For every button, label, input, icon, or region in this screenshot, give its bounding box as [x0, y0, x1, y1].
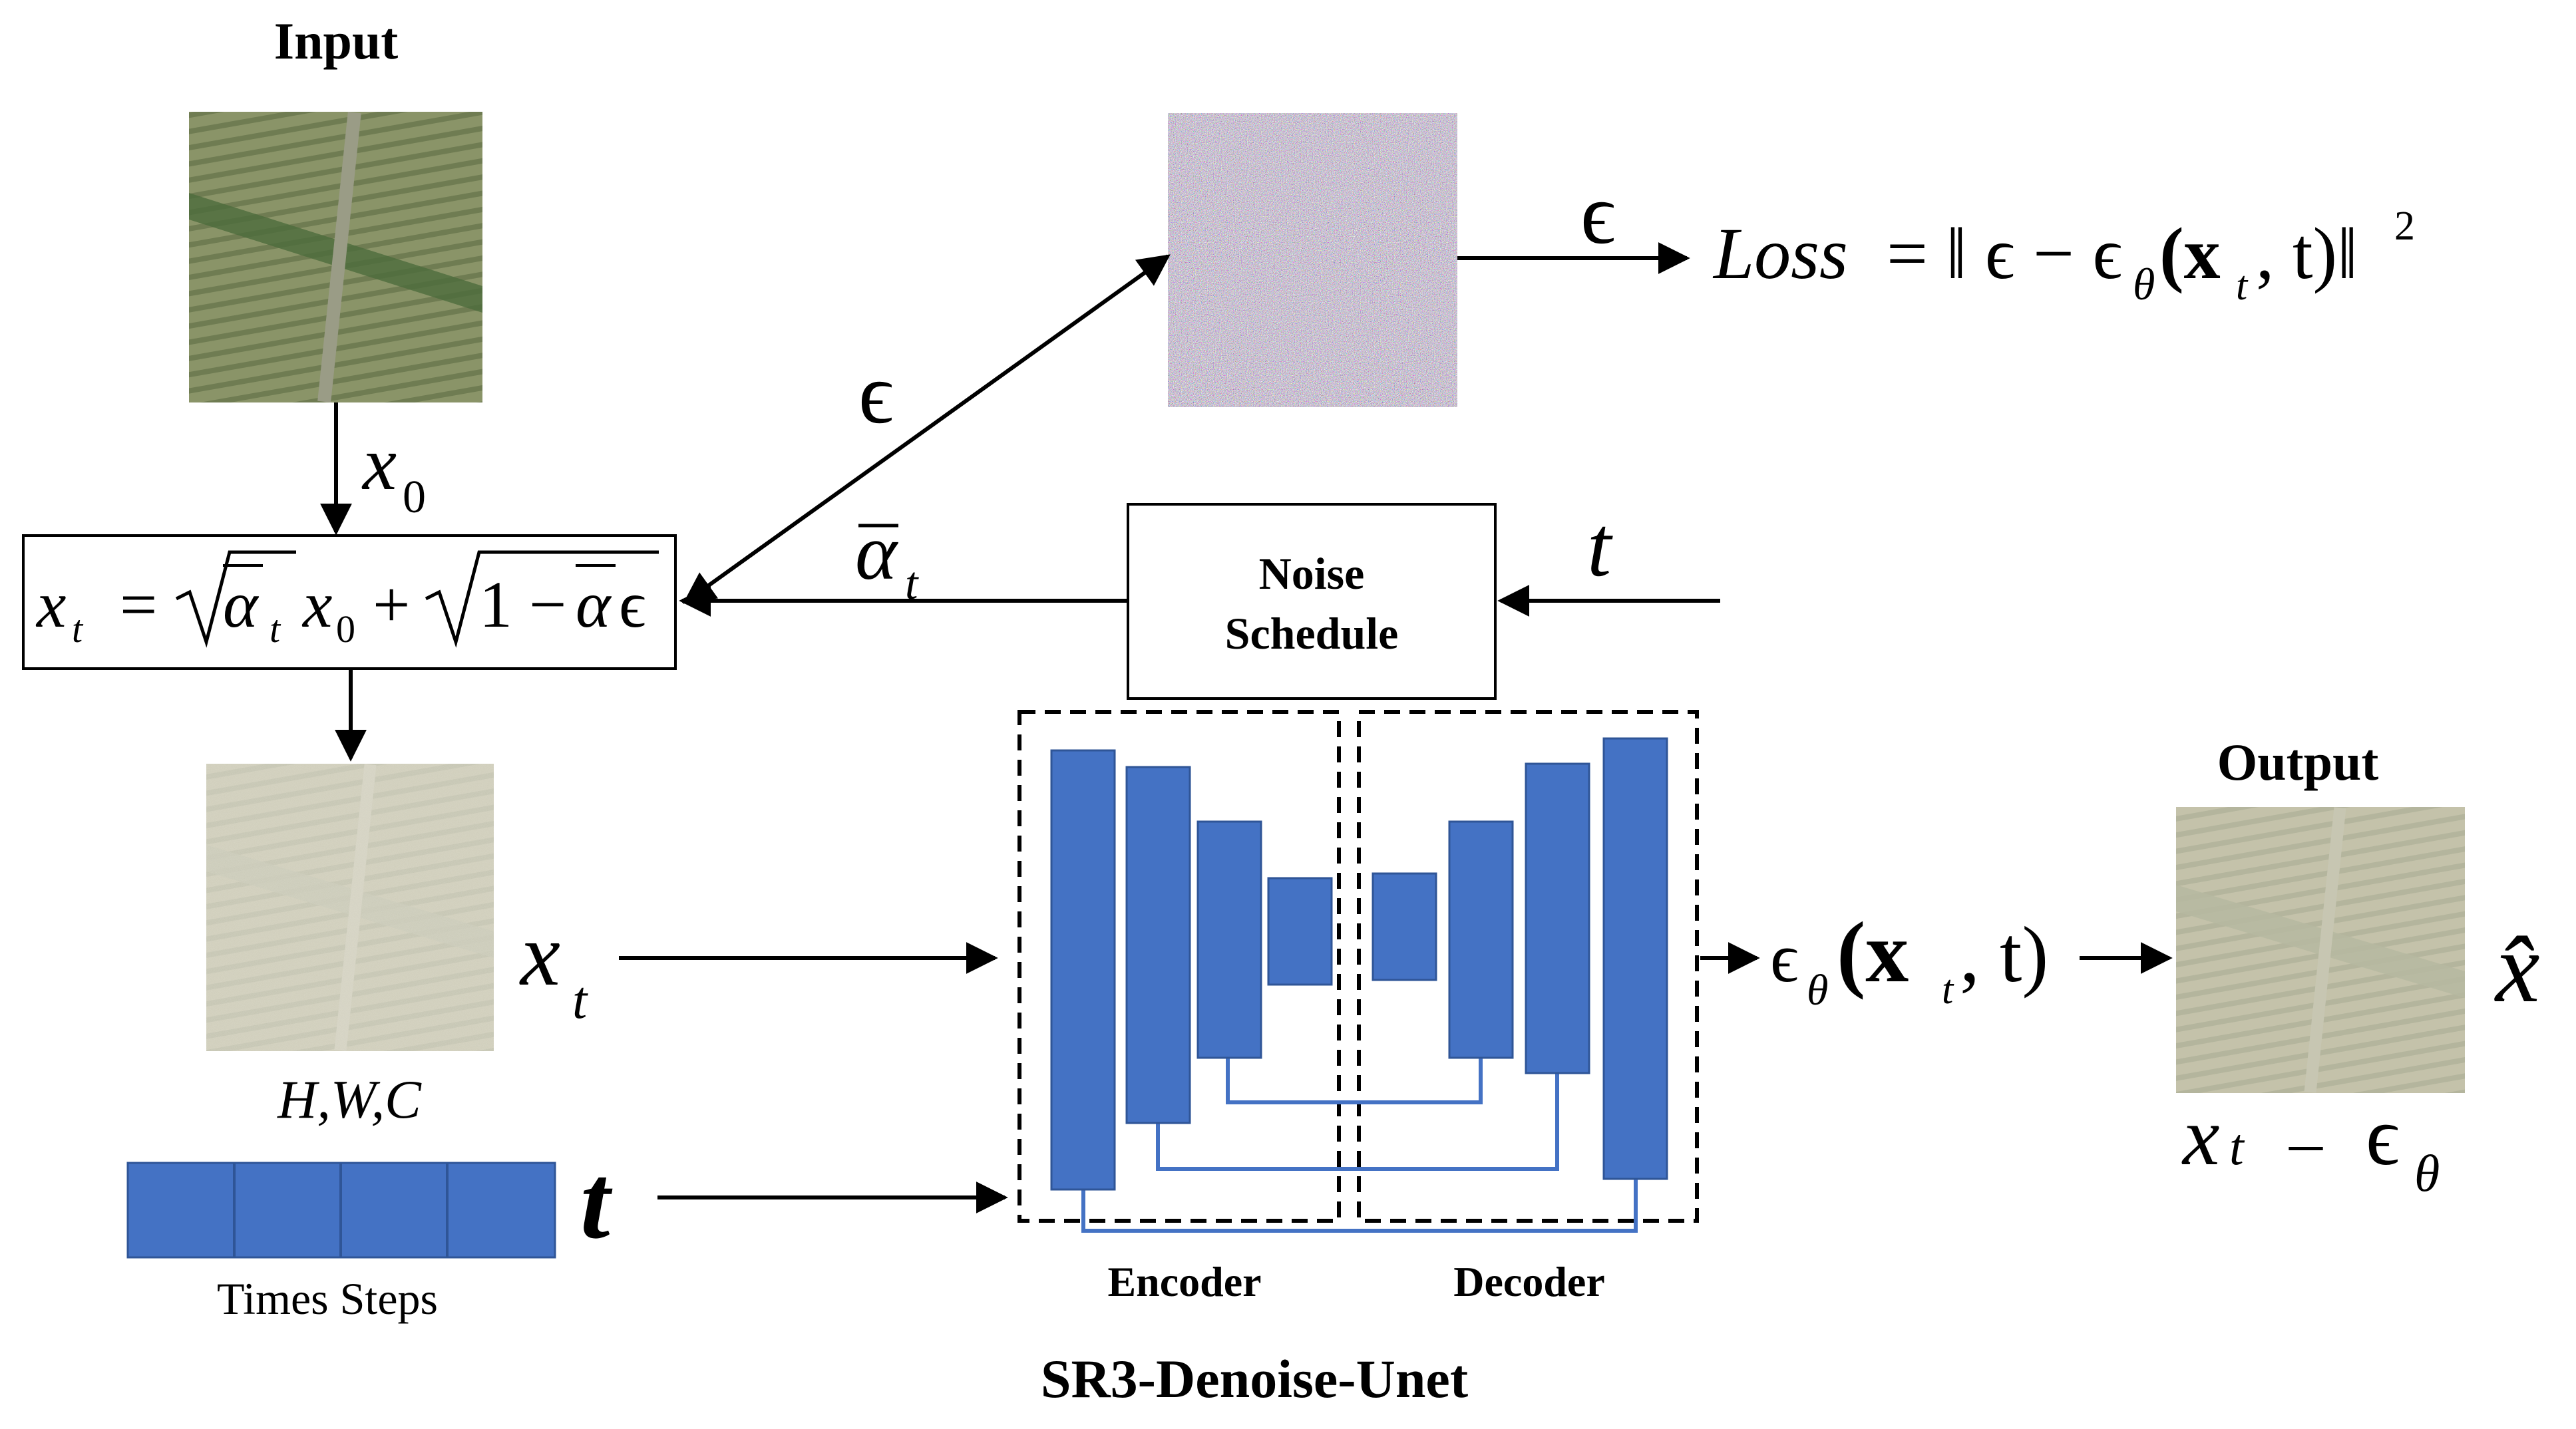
- svg-text:+: +: [373, 567, 410, 641]
- decoder-label: Decoder: [1453, 1258, 1604, 1305]
- skip-connection-3: [1081, 1178, 1638, 1233]
- formula-x0: x: [301, 567, 332, 641]
- output-expr-x: x: [2181, 1091, 2219, 1183]
- formula-alpha-2: α: [576, 567, 612, 641]
- output-title: Output: [2217, 733, 2379, 791]
- formula-alpha: α: [223, 567, 260, 641]
- noise-schedule-box: Noise Schedule: [1127, 503, 1497, 700]
- output-expr-minus: –: [2289, 1105, 2323, 1179]
- eps-theta-args: (x: [1837, 905, 1909, 1001]
- time-steps-label: Times Steps: [217, 1273, 438, 1324]
- x0-label: x: [361, 421, 397, 506]
- eps-theta-sub: θ: [1807, 966, 1828, 1015]
- encoder-block-2: [1125, 766, 1191, 1124]
- decoder-block-4: [1602, 737, 1668, 1180]
- output-expr-theta: θ: [2414, 1144, 2440, 1202]
- input-title: Input: [274, 12, 398, 70]
- eps-label-top: ϵ: [1580, 166, 1616, 262]
- noise-image: [1168, 113, 1457, 407]
- loss-sup: 2: [2394, 204, 2415, 249]
- decoder-block-2: [1448, 820, 1514, 1059]
- formula-eps: ϵ: [619, 567, 645, 641]
- encoder-block-4: [1267, 877, 1333, 986]
- xt-sub: t: [572, 971, 588, 1030]
- loss-args: (x: [2159, 213, 2221, 294]
- input-image: [189, 112, 482, 402]
- encoder-block-3: [1196, 820, 1262, 1059]
- forward-process-formula: x t = α t x 0 + 1 − α ϵ: [22, 534, 677, 670]
- loss-tail: , t)‖: [2256, 213, 2358, 294]
- formula-alpha-sub: t: [270, 607, 281, 651]
- xhat-label: x̂: [2494, 913, 2540, 1023]
- output-image: [2176, 807, 2465, 1093]
- formula-lhs: x: [35, 567, 66, 641]
- time-steps-bar: [126, 1162, 556, 1259]
- formula-lhs-sub: t: [72, 607, 84, 651]
- loss-eq: = ‖ ϵ − ϵ: [1887, 213, 2122, 294]
- noise-schedule-line1: Noise: [1259, 548, 1365, 599]
- output-expr-t: t: [2229, 1118, 2245, 1176]
- eps-theta-main: ϵ: [1770, 919, 1799, 997]
- skip-connection-1: [1226, 1054, 1483, 1104]
- eps-theta-args-sub: t: [1942, 967, 1954, 1013]
- loss-args-sub: t: [2236, 263, 2249, 309]
- eps-theta-expression: ϵ θ (x t , t): [1770, 905, 2048, 1015]
- formula-x0-sub: 0: [336, 607, 355, 651]
- noise-schedule-line2: Schedule: [1225, 608, 1399, 659]
- alpha-sub: t: [905, 558, 919, 609]
- skip-connection-2: [1156, 1071, 1559, 1171]
- noisy-image: [206, 764, 494, 1051]
- eps-theta-tail: , t): [1960, 910, 2048, 999]
- dims-label: H,W,C: [277, 1069, 422, 1130]
- eps-label-diag: ϵ: [858, 346, 894, 442]
- output-expression: x t – ϵ θ: [2181, 1091, 2440, 1202]
- decoder-frame: [1357, 710, 1699, 1223]
- t-label-schedule: t: [1587, 499, 1613, 595]
- formula-eq: =: [120, 567, 157, 641]
- encoder-block-1: [1050, 749, 1116, 1191]
- x0-subscript: 0: [403, 472, 426, 523]
- loss-formula: Loss = ‖ ϵ − ϵ θ (x t , t)‖ 2: [1712, 204, 2415, 309]
- decoder-block-1: [1372, 872, 1437, 981]
- formula-one-minus: 1 −: [479, 567, 566, 641]
- loss-theta: θ: [2133, 259, 2155, 309]
- unet: [1017, 710, 1699, 1233]
- xt-label: x: [519, 905, 560, 1005]
- encoder-frame: [1017, 710, 1341, 1223]
- arrow-eps-to-formula: [683, 254, 1171, 604]
- network-title: SR3-Denoise-Unet: [1041, 1349, 1468, 1409]
- output-expr-eps: ϵ: [2366, 1091, 2400, 1183]
- decoder-block-3: [1525, 762, 1590, 1074]
- loss-prefix: Loss: [1712, 213, 1848, 294]
- encoder-label: Encoder: [1107, 1258, 1261, 1305]
- alpha-label: α: [855, 508, 898, 596]
- t-label-timesteps: t: [580, 1142, 613, 1261]
